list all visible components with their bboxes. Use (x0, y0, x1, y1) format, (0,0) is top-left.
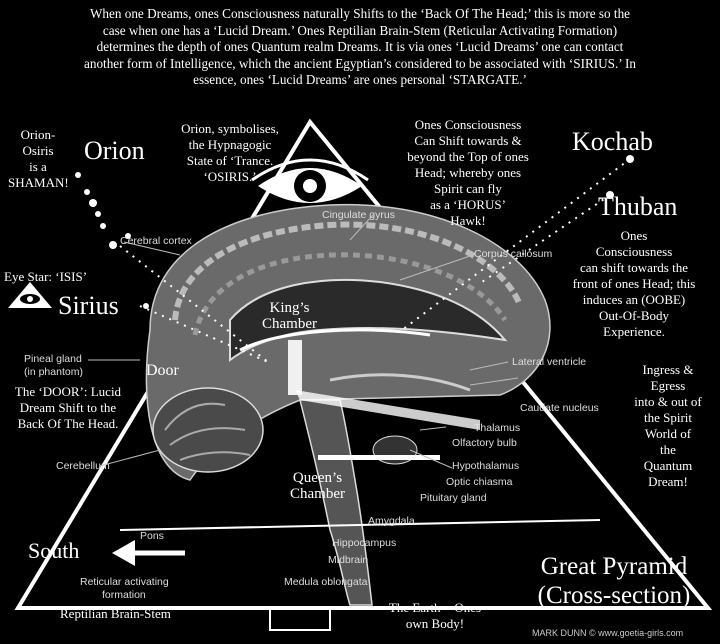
note-line: own Body! (405, 616, 465, 631)
note-line: the (660, 442, 676, 457)
hippocampus-label: Hippocampus (332, 537, 397, 549)
small-eye-pyramid-icon (8, 282, 52, 308)
note-line: Orion, symbolises, (181, 121, 279, 136)
brain-illustration (119, 203, 601, 631)
note-line: induces an (OOBE) (582, 292, 686, 307)
intro-line: another form of Intelligence, which the … (84, 55, 636, 71)
note-line: State of ‘Trance. (186, 153, 274, 168)
pituitary-gland-label: Pituitary gland (420, 492, 487, 504)
orion-osiris-note: Orion- Osiris is a SHAMAN! (8, 127, 69, 191)
dotted-rays (119, 158, 631, 363)
thuban-label: Thuban (598, 192, 678, 221)
diagram-title: Great Pyramid (Cross-section) (514, 552, 714, 610)
note-line: Quantum (643, 458, 693, 473)
note-line: Experience. (603, 324, 665, 339)
note-line: SHAMAN! (8, 175, 69, 190)
queens-line: Chamber (290, 486, 345, 502)
note-line: Ones (620, 228, 648, 243)
medula-label: Medula oblongata (284, 576, 368, 588)
note-line: World of (644, 426, 692, 441)
ingress-note: Ingress & Egress into & out of the Spiri… (618, 362, 718, 490)
queens-chamber-label: Queen’s Chamber (290, 470, 345, 502)
hypothalamus-label: Hypothalamus (452, 460, 520, 472)
south-label: South (28, 538, 80, 563)
pons-label: Pons (140, 530, 164, 542)
cerebellum-label: Cerebellum (56, 460, 110, 472)
formation-label: formation (102, 589, 146, 601)
note-line: Osiris (22, 143, 54, 158)
leader-lines (88, 214, 519, 469)
top-shift-note: Ones Consciousness Can Shift towards & b… (392, 117, 544, 229)
south-arrow-icon (112, 540, 185, 566)
note-line: Dream! (648, 474, 688, 489)
note-line: can shift towards the (580, 260, 688, 275)
note-line: the Hypnagogic (188, 137, 272, 152)
intro-paragraph: When one Dreams, ones Consciousness natu… (6, 6, 714, 89)
pineal-gland-label: Pineal gland (24, 353, 82, 365)
thalamus-label: Thalamus (474, 422, 521, 434)
olfactory-bulb-label: Olfactory bulb (452, 437, 517, 449)
note-line: beyond the Top of ones (407, 149, 529, 164)
note-line: The ‘DOOR’: Lucid (14, 384, 122, 399)
note-line: Out-Of-Body (598, 308, 670, 323)
intro-line: case when one has a ‘Lucid Dream.’ Ones … (102, 22, 618, 38)
door-note: The ‘DOOR’: Lucid Dream Shift to the Bac… (2, 384, 134, 432)
sirius-label: Sirius (58, 291, 119, 320)
note-line: into & out of (634, 394, 702, 409)
note-line: front of ones Head; this (572, 276, 696, 291)
note-line: Can Shift towards & (414, 133, 522, 148)
intro-line: determines the depth of ones Quantum rea… (96, 39, 624, 54)
lateral-ventricle-label: Lateral ventricle (512, 356, 587, 368)
amygdala-label: Amygdala (368, 515, 415, 527)
kings-chamber-label: King’s Chamber (262, 300, 317, 332)
eye-star-label: Eye Star: ‘ISIS’ (4, 269, 88, 284)
reptilian-label: Reptilian Brain-Stem (60, 606, 171, 621)
caudate-nucleus-label: Caudate nucleus (520, 402, 599, 414)
queens-line: Queen’s (292, 470, 343, 486)
kings-line: King’s (269, 300, 310, 316)
cingulate-gyrus-label: Cingulate gyrus (322, 209, 395, 221)
earth-note: The Earth = Ones own Body! (372, 600, 498, 632)
note-line: Back Of The Head. (17, 416, 119, 431)
note-line: is a (29, 159, 47, 174)
optic-chiasma-label: Optic chiasma (446, 476, 513, 488)
note-line: Orion- (20, 127, 56, 142)
note-line: Ones Consciousness (414, 117, 522, 132)
note-line: Ingress & (642, 362, 694, 377)
star-dots (75, 155, 634, 309)
title-line: Great Pyramid (540, 553, 688, 580)
note-line: as a ‘HORUS’ (430, 197, 506, 212)
note-line: ‘OSIRIS.’ (203, 169, 257, 184)
note-line: Head; whereby ones (414, 165, 522, 180)
note-line: Hawk! (450, 213, 486, 228)
note-line: Egress (650, 378, 686, 393)
front-shift-note: Ones Consciousness can shift towards the… (548, 228, 720, 340)
door-label: Door (146, 362, 179, 379)
kochab-label: Kochab (572, 127, 653, 156)
note-line: Consciousness (595, 244, 673, 259)
eye-of-horus-icon (251, 158, 369, 203)
reticular-label: Reticular activating (80, 576, 169, 588)
note-line: Spirit can fly (434, 181, 502, 196)
orion-label: Orion (84, 136, 145, 165)
kings-line: Chamber (262, 316, 317, 332)
note-line: The Earth = Ones (388, 600, 482, 615)
title-line: (Cross-section) (537, 582, 691, 609)
midbrain-label: Midbrain (328, 554, 369, 566)
intro-line: essence, ones ‘Lucid Dreams’ are ones pe… (193, 72, 527, 87)
corpus-callosum-label: Corpus callosum (474, 248, 553, 260)
orion-symbol-note: Orion, symbolises, the Hypnagogic State … (160, 121, 300, 185)
note-line: the Spirit (643, 410, 693, 425)
cerebral-cortex-label: Cerebral cortex (120, 235, 192, 247)
intro-line: When one Dreams, ones Consciousness natu… (89, 6, 631, 21)
note-line: Dream Shift to the (19, 400, 117, 415)
in-phantom-label: (in phantom) (24, 366, 83, 378)
credit-text: MARK DUNN © www.goetia-girls.com (532, 628, 684, 638)
